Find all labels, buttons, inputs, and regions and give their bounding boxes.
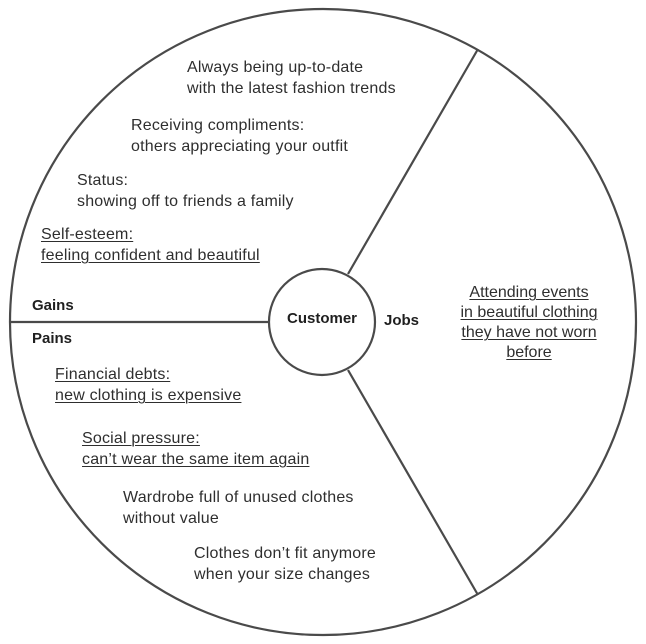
divider-gains-jobs xyxy=(347,48,479,275)
job-item: Attending events in beautiful clothing t… xyxy=(436,283,622,363)
gains-label: Gains xyxy=(32,297,74,314)
pain-item-detail: without value xyxy=(123,510,219,527)
pain-item: Financial debts: new clothing is expensi… xyxy=(55,364,241,406)
pain-item: Social pressure: can’t wear the same ite… xyxy=(82,428,309,470)
gain-item-detail: with the latest fashion trends xyxy=(187,80,396,97)
job-line: in beautiful clothing xyxy=(460,304,598,321)
gain-item-detail: showing off to friends a family xyxy=(77,193,294,210)
job-line: they have not worn xyxy=(461,324,597,341)
jobs-label: Jobs xyxy=(384,312,420,329)
pains-label: Pains xyxy=(32,330,73,347)
gain-item: Always being up-to-date with the latest … xyxy=(187,57,396,99)
pain-item-title: Social pressure: xyxy=(82,430,200,447)
pain-item-detail: when your size changes xyxy=(194,566,371,583)
gain-item: Receiving compliments: others appreciati… xyxy=(131,115,348,157)
gain-item: Status: showing off to friends a family xyxy=(77,170,294,212)
job-line: before xyxy=(506,344,552,361)
pain-item-title: Wardrobe full of unused clothes xyxy=(123,489,354,506)
gain-item-detail: others appreciating your outfit xyxy=(131,138,348,155)
job-line: Attending events xyxy=(469,284,589,301)
customer-label: Customer xyxy=(286,310,357,327)
pain-item-title: Clothes don’t fit anymore xyxy=(194,545,376,562)
gain-item-title: Always being up-to-date xyxy=(187,59,364,76)
pain-item-detail: new clothing is expensive xyxy=(55,387,242,404)
divider-pains-jobs xyxy=(347,369,479,596)
pain-item: Clothes don’t fit anymore when your size… xyxy=(194,543,376,585)
pain-item-detail: can’t wear the same item again xyxy=(82,451,310,468)
center-circle xyxy=(267,267,377,377)
gain-item: Self-esteem: feeling confident and beaut… xyxy=(41,224,260,266)
gain-item-title: Receiving compliments: xyxy=(131,117,305,134)
gain-item-title: Self-esteem: xyxy=(41,226,134,243)
gain-item-title: Status: xyxy=(77,172,129,189)
gain-item-detail: feeling confident and beautiful xyxy=(41,247,260,264)
pain-item-title: Financial debts: xyxy=(55,366,171,383)
pain-item: Wardrobe full of unused clothes without … xyxy=(123,487,354,529)
